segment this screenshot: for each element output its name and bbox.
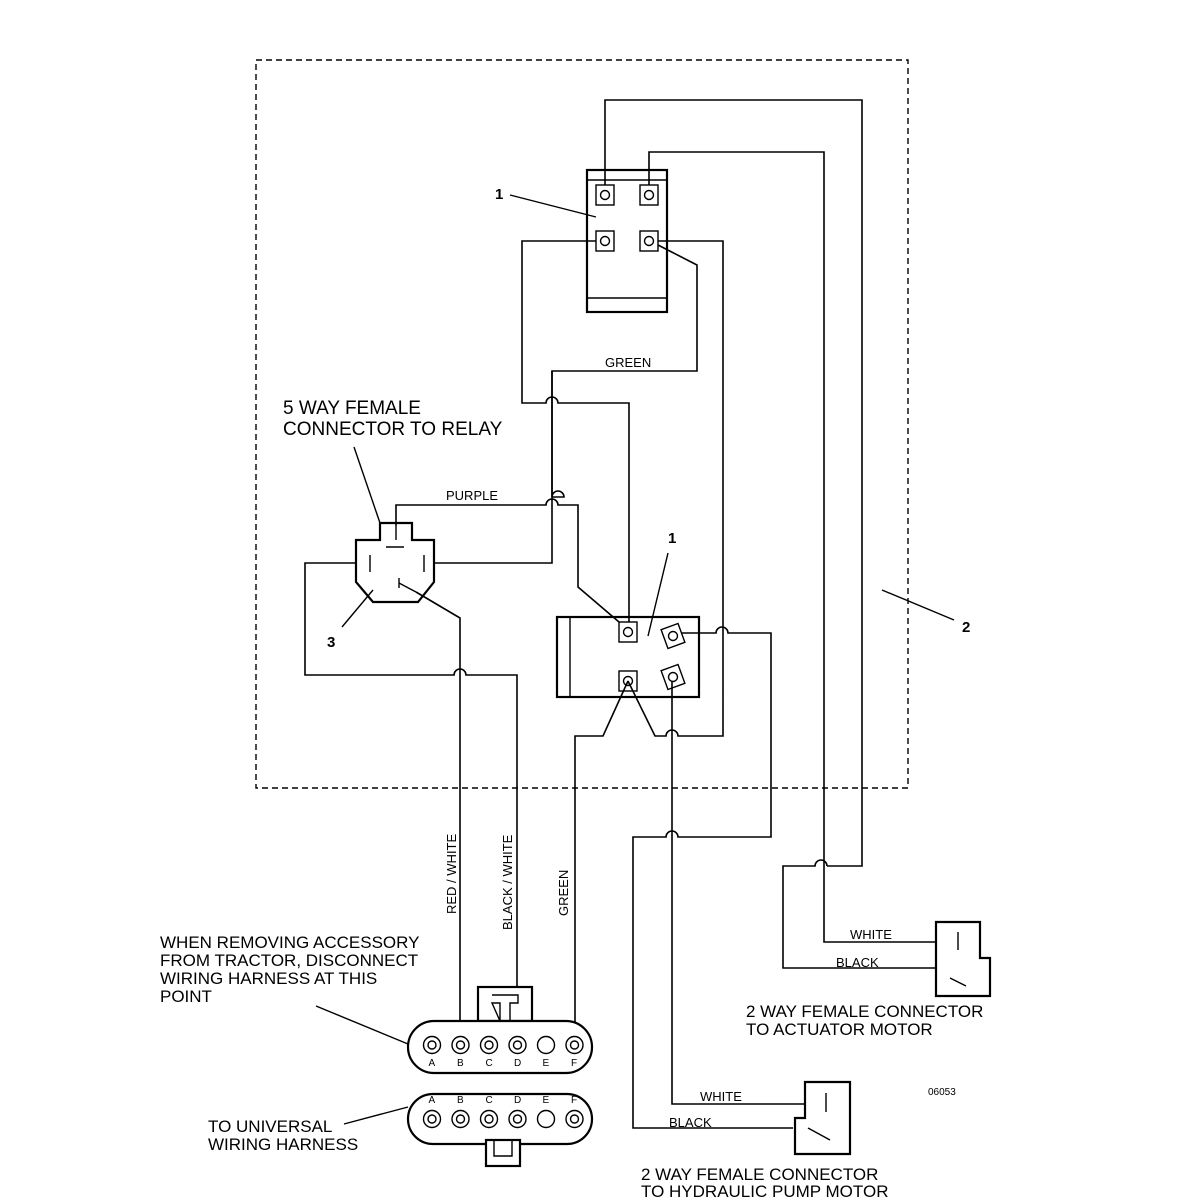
harness-pin-label: B: [457, 1058, 464, 1069]
leader-lines: [315, 194, 955, 1125]
universal-note-2: WIRING HARNESS: [208, 1135, 358, 1154]
harness-pin-socket: [512, 1040, 523, 1050]
enclosure-boundary: [255, 59, 909, 789]
pump-black-label: BLACK: [669, 1115, 712, 1130]
wire-label-red-white: RED / WHITE: [444, 834, 459, 914]
harness-pin-socket: [455, 1040, 466, 1050]
pump-connector-label-1: 2 WAY FEMALE CONNECTOR: [641, 1165, 878, 1184]
harness-pin-label: A: [429, 1058, 436, 1069]
harness-pins-lower: A B C D E F: [422, 1095, 584, 1129]
harness-connector-lower: [406, 1092, 594, 1168]
actuator-connector-label-1: 2 WAY FEMALE CONNECTOR: [746, 1002, 983, 1021]
relay-bottom-terminal: [660, 663, 686, 691]
figure-code: 06053: [928, 1087, 956, 1098]
wiring: [304, 99, 951, 1129]
harness-connector-upper: [406, 985, 594, 1075]
actuator-connector: [934, 920, 992, 998]
harness-pin-socket: [569, 1114, 580, 1124]
harness-pin-socket: [484, 1040, 494, 1050]
pump-connector-label-2: TO HYDRAULIC PUMP MOTOR: [641, 1182, 888, 1200]
harness-pin: [451, 1035, 470, 1055]
actuator-connector-label-2: TO ACTUATOR MOTOR: [746, 1020, 933, 1039]
harness-pin: [565, 1109, 584, 1129]
harness-pin: [536, 1035, 556, 1055]
relay-bottom-terminal: [660, 622, 686, 650]
harness-pin: [536, 1109, 556, 1129]
harness-pin-label: D: [514, 1095, 521, 1106]
wire-label-purple: PURPLE: [446, 488, 498, 503]
harness-pin: [565, 1035, 584, 1055]
harness-pin: [479, 1035, 499, 1055]
five-way-connector: [354, 521, 436, 604]
harness-pin-label: B: [457, 1095, 464, 1106]
callout-enclosure: 2: [962, 619, 970, 636]
harness-pin-socket: [569, 1040, 580, 1050]
callout-relay-bottom: 1: [668, 530, 676, 547]
harness-pin: [508, 1109, 527, 1129]
harness-pin-label: F: [571, 1095, 577, 1106]
harness-pin-socket: [455, 1114, 466, 1124]
five-way-connector-label-2: CONNECTOR TO RELAY: [283, 419, 503, 440]
harness-pin: [508, 1035, 527, 1055]
harness-pin-socket: [512, 1114, 523, 1124]
harness-pin-label: D: [514, 1058, 521, 1069]
relay-bottom: [555, 615, 701, 699]
wire-label-green-top: GREEN: [605, 355, 651, 370]
callout-connector: 3: [327, 634, 335, 651]
harness-pin: [479, 1109, 499, 1129]
pump-white-label: WHITE: [700, 1089, 742, 1104]
wire-label-green-bottom: GREEN: [556, 870, 571, 916]
harness-pin-label: C: [486, 1058, 493, 1069]
harness-pin-label: E: [543, 1095, 550, 1106]
harness-pin-label: C: [486, 1095, 493, 1106]
pump-connector: [793, 1080, 852, 1156]
harness-pin-socket: [484, 1114, 494, 1124]
harness-pin: [422, 1109, 442, 1129]
relay-top: [585, 168, 669, 314]
removing-note-3: WIRING HARNESS AT THIS: [160, 969, 377, 988]
removing-note-4: POINT: [160, 987, 212, 1006]
five-way-connector-label-1: 5 WAY FEMALE: [283, 398, 421, 419]
harness-pin-socket: [427, 1114, 437, 1124]
relay-bottom-terminal: [618, 621, 638, 643]
harness-pin-label: A: [429, 1095, 436, 1106]
wire-label-black-white: BLACK / WHITE: [500, 834, 515, 930]
harness-pin: [451, 1109, 470, 1129]
harness-pin-socket: [427, 1040, 437, 1050]
removing-note-2: FROM TRACTOR, DISCONNECT: [160, 951, 418, 970]
actuator-black-label: BLACK: [836, 955, 879, 970]
actuator-white-label: WHITE: [850, 927, 892, 942]
harness-pins-upper: A B C D E F: [422, 1035, 584, 1069]
callout-relay-top: 1: [495, 186, 503, 203]
relay-bottom-terminal: [618, 670, 638, 692]
harness-pin-label: F: [571, 1058, 577, 1069]
removing-note-1: WHEN REMOVING ACCESSORY: [160, 933, 419, 952]
harness-pin: [422, 1035, 442, 1055]
harness-pin-label: E: [543, 1058, 550, 1069]
universal-note-1: TO UNIVERSAL: [208, 1117, 332, 1136]
